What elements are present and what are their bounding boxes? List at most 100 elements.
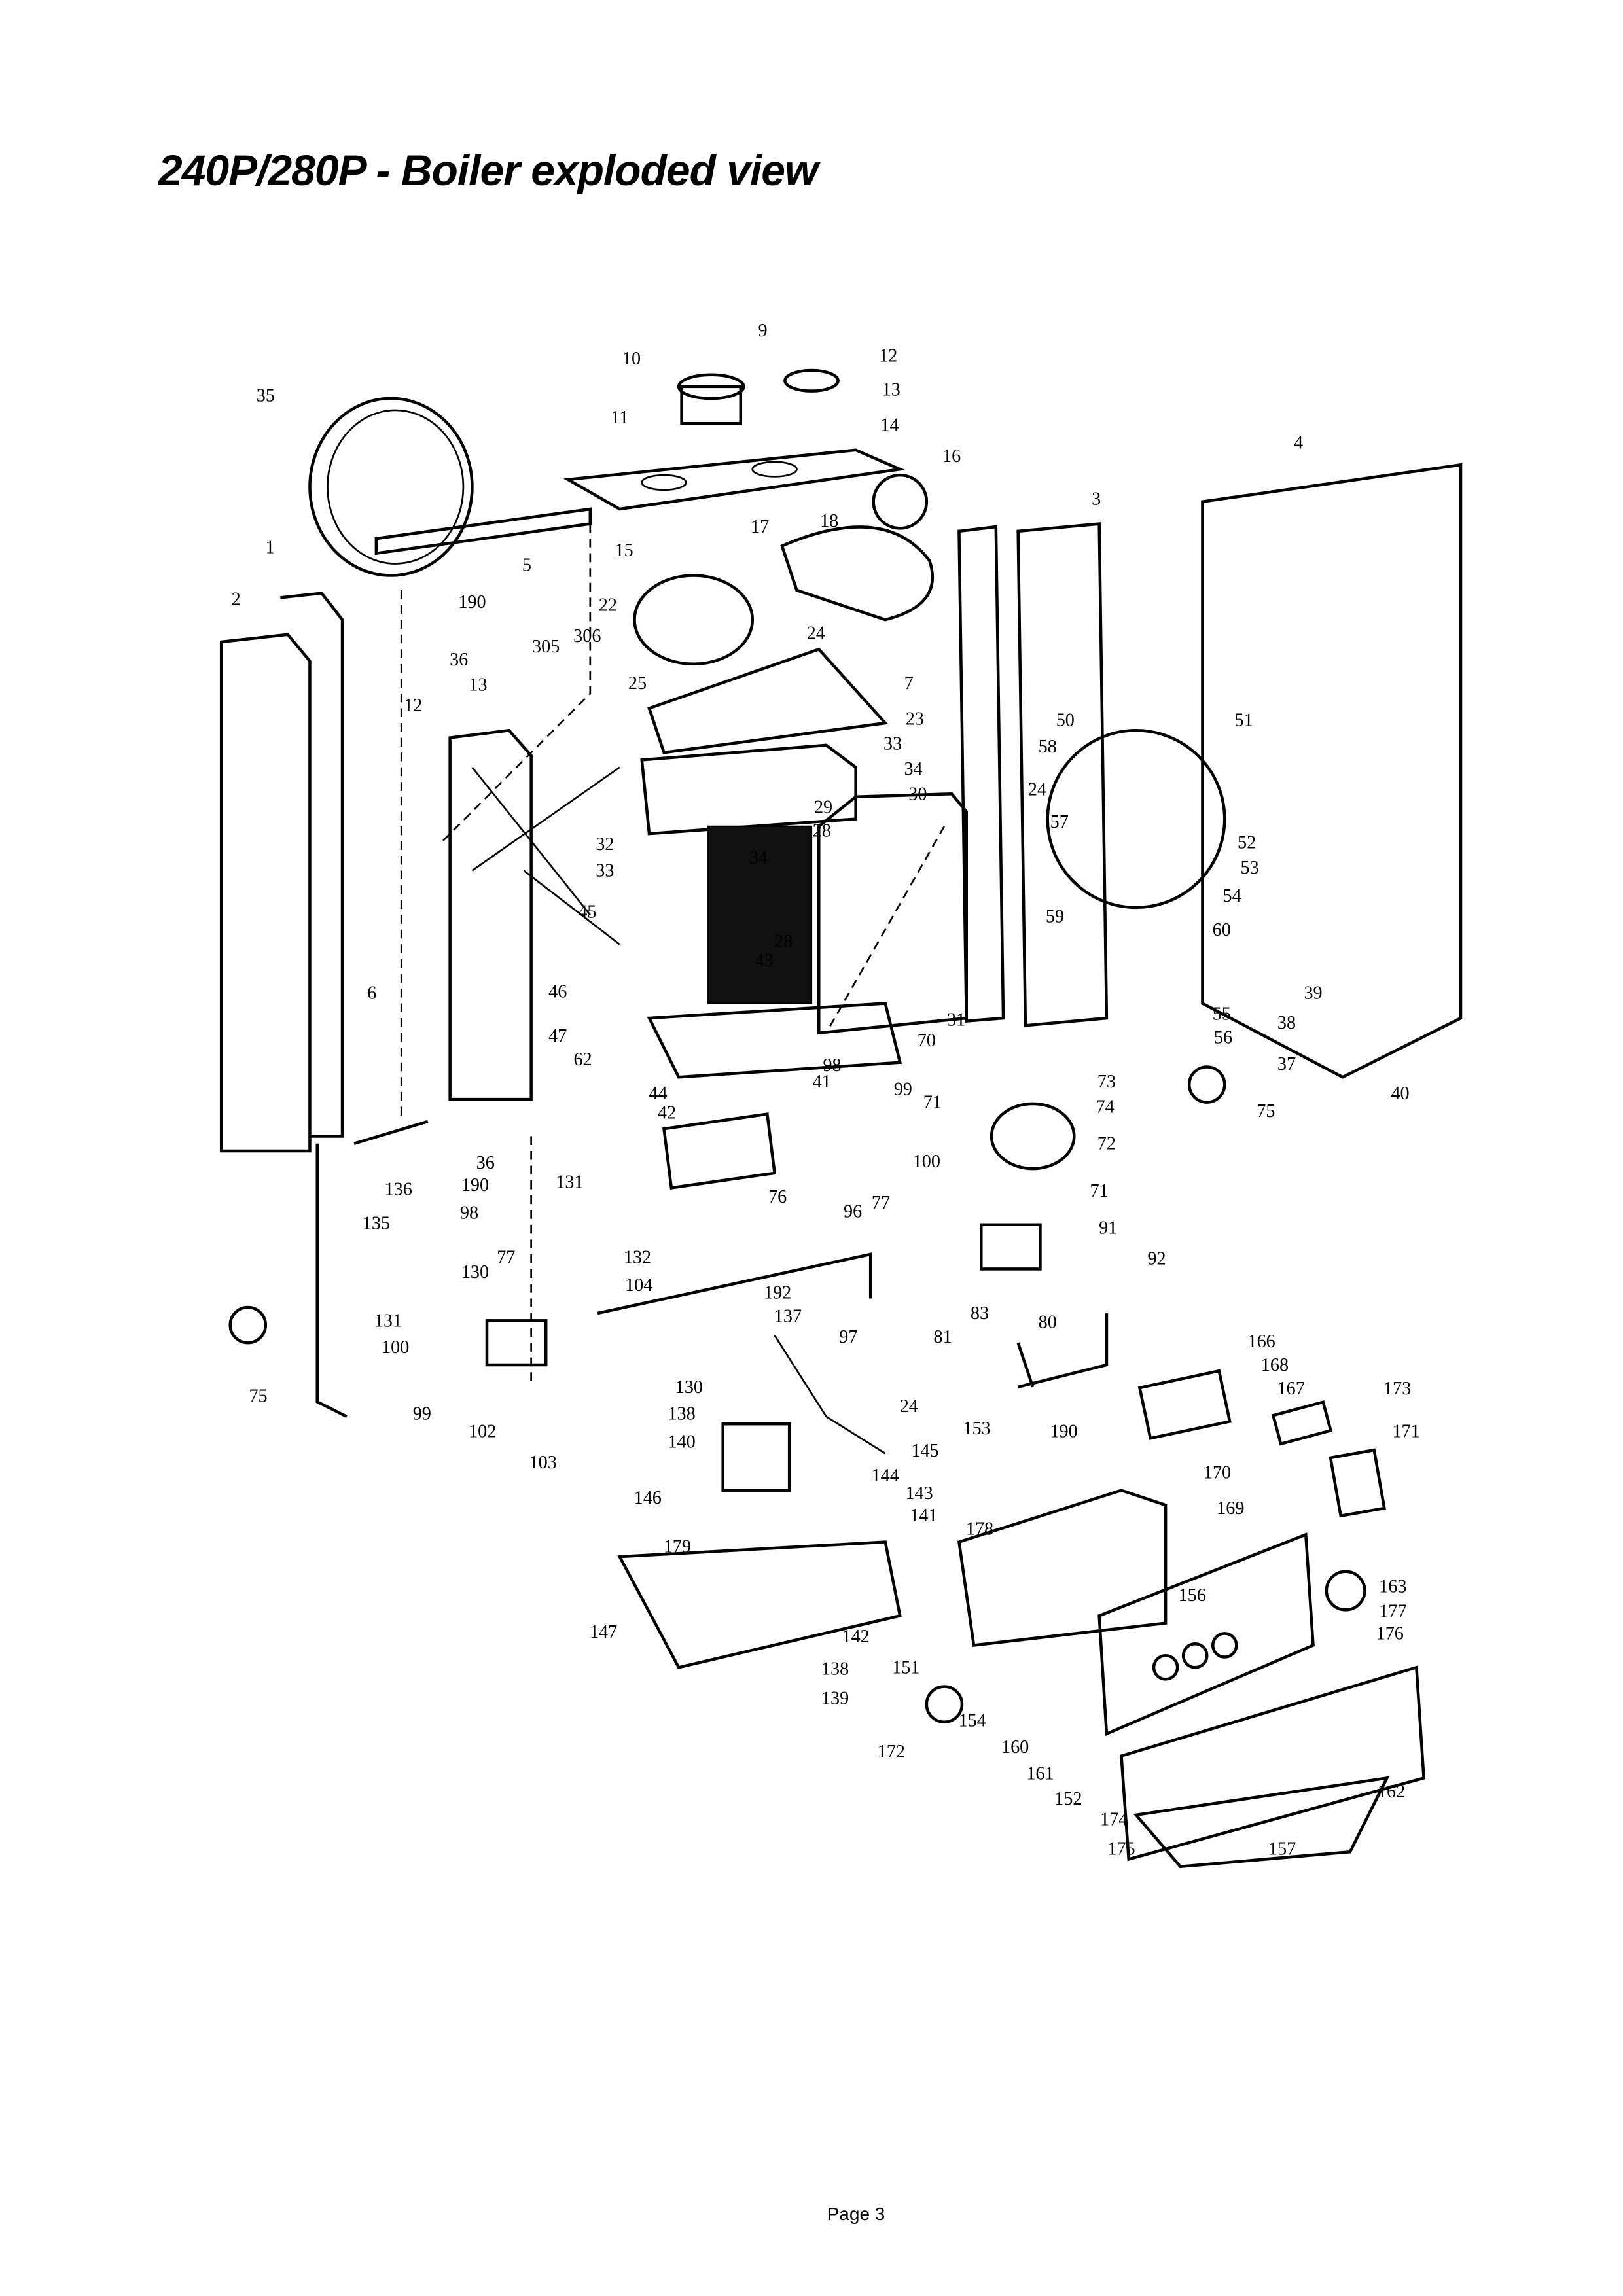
part-callout-36: 36 <box>450 650 468 670</box>
part-callout-11: 11 <box>611 408 628 428</box>
part-callout-161: 161 <box>1026 1764 1054 1784</box>
part-callout-152: 152 <box>1054 1789 1082 1809</box>
part-callout-98: 98 <box>823 1055 841 1076</box>
part-callout-77: 77 <box>497 1247 515 1267</box>
part-callout-143: 143 <box>905 1483 933 1504</box>
part-callout-12: 12 <box>879 346 897 366</box>
part-callout-154: 154 <box>959 1711 986 1731</box>
part-callout-179: 179 <box>664 1536 691 1557</box>
part-callout-99: 99 <box>413 1404 431 1424</box>
part-callout-172: 172 <box>878 1742 905 1762</box>
part-callout-153: 153 <box>963 1419 990 1439</box>
part-callout-17: 17 <box>751 517 769 537</box>
part-callout-53: 53 <box>1241 858 1259 878</box>
part-callout-16: 16 <box>942 446 961 467</box>
part-callout-62: 62 <box>573 1050 592 1070</box>
part-callout-171: 171 <box>1392 1422 1419 1442</box>
part-callout-162: 162 <box>1378 1782 1405 1802</box>
part-callout-38: 38 <box>1277 1013 1296 1033</box>
part-callout-177: 177 <box>1379 1602 1406 1622</box>
part-callout-14: 14 <box>880 415 899 435</box>
part-callout-192: 192 <box>764 1283 791 1303</box>
part-callout-146: 146 <box>634 1488 662 1508</box>
burner <box>647 1002 902 1079</box>
part-callout-54: 54 <box>1222 886 1241 906</box>
side-panel-left <box>219 633 312 1153</box>
part-callout-97: 97 <box>839 1327 857 1347</box>
part-callout-7: 7 <box>904 673 914 694</box>
part-callout-22: 22 <box>599 595 617 616</box>
part-callout-142: 142 <box>842 1627 870 1647</box>
part-callout-83: 83 <box>971 1303 989 1324</box>
part-callout-102: 102 <box>469 1422 496 1442</box>
part-callout-70: 70 <box>918 1031 936 1051</box>
part-callout-10: 10 <box>622 349 641 369</box>
part-callout-306: 306 <box>573 626 601 646</box>
part-callout-190: 190 <box>1050 1422 1077 1442</box>
part-callout-176: 176 <box>1376 1623 1404 1644</box>
part-callout-80: 80 <box>1039 1313 1057 1333</box>
part-callout-15: 15 <box>615 540 633 561</box>
part-callout-130: 130 <box>675 1377 703 1398</box>
part-callout-168: 168 <box>1261 1355 1289 1375</box>
part-callout-34: 34 <box>904 759 922 779</box>
plate-heat-exchanger <box>662 1112 777 1190</box>
part-callout-45: 45 <box>578 902 596 923</box>
part-callout-32: 32 <box>596 834 614 855</box>
part-callout-73: 73 <box>1097 1072 1116 1092</box>
part-callout-169: 169 <box>1217 1498 1244 1519</box>
fan-assembly <box>633 574 755 666</box>
part-callout-91: 91 <box>1099 1218 1117 1238</box>
part-callout-59: 59 <box>1046 906 1064 927</box>
part-callout-41: 41 <box>813 1072 831 1092</box>
expansion-vessel <box>308 397 474 577</box>
part-callout-76: 76 <box>768 1187 787 1207</box>
part-callout-72: 72 <box>1097 1134 1116 1154</box>
pump <box>990 1102 1076 1171</box>
part-callout-175: 175 <box>1107 1839 1135 1860</box>
part-callout-151: 151 <box>892 1657 919 1678</box>
part-callout-75: 75 <box>1257 1101 1275 1122</box>
part-callout-157: 157 <box>1268 1839 1296 1860</box>
part-callout-131: 131 <box>556 1172 583 1192</box>
part-callout-141: 141 <box>910 1506 937 1526</box>
part-callout-96: 96 <box>844 1201 862 1222</box>
part-callout-28: 28 <box>774 932 793 952</box>
part-callout-24: 24 <box>900 1396 918 1417</box>
part-callout-28: 28 <box>813 821 831 841</box>
part-callout-43: 43 <box>755 951 774 971</box>
part-callout-2: 2 <box>232 590 241 610</box>
part-callout-71: 71 <box>923 1093 942 1113</box>
part-callout-137: 137 <box>774 1307 802 1327</box>
part-callout-1: 1 <box>266 538 275 558</box>
part-callout-58: 58 <box>1039 737 1057 757</box>
part-callout-138: 138 <box>821 1659 849 1680</box>
part-callout-147: 147 <box>590 1622 617 1642</box>
heat-exchanger <box>640 743 857 836</box>
part-callout-24: 24 <box>1028 780 1046 800</box>
part-callout-57: 57 <box>1050 812 1069 832</box>
part-callout-178: 178 <box>966 1519 993 1539</box>
part-callout-4: 4 <box>1294 433 1303 453</box>
part-callout-35: 35 <box>257 385 275 406</box>
part-callout-190: 190 <box>458 592 486 612</box>
part-callout-33: 33 <box>883 734 902 754</box>
part-callout-166: 166 <box>1248 1332 1275 1352</box>
part-callout-140: 140 <box>668 1432 695 1452</box>
control-panel-fascia <box>1097 1532 1315 1737</box>
part-callout-75: 75 <box>249 1386 267 1406</box>
part-callout-5: 5 <box>522 556 531 576</box>
part-callout-34: 34 <box>749 847 768 868</box>
gas-valve <box>721 1422 791 1492</box>
part-callout-42: 42 <box>658 1103 676 1123</box>
part-callout-130: 130 <box>461 1262 489 1282</box>
part-callout-47: 47 <box>548 1026 567 1046</box>
part-callout-24: 24 <box>807 623 825 643</box>
part-callout-92: 92 <box>1147 1249 1166 1269</box>
part-callout-13: 13 <box>469 675 487 695</box>
control-box <box>957 1489 1168 1647</box>
part-callout-98: 98 <box>460 1203 478 1224</box>
part-callout-37: 37 <box>1277 1054 1296 1074</box>
